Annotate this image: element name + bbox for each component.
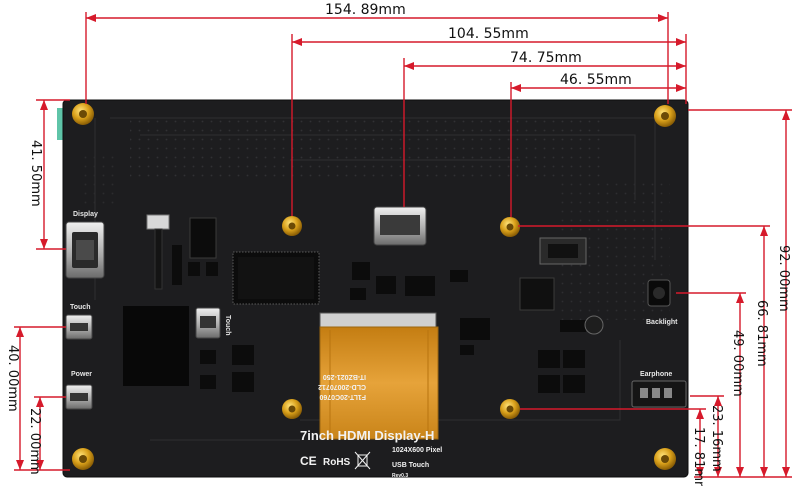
label-touch: Touch <box>70 304 90 311</box>
ribbon-code-2: CLD-20070712 <box>318 383 366 390</box>
label-earphone: Earphone <box>640 371 672 378</box>
dim-overall-height: 92. 00mm <box>776 245 791 312</box>
label-touch-header: Touch <box>224 315 231 335</box>
label-display: Display <box>73 211 98 218</box>
touch-usb-port <box>195 307 221 339</box>
main-controller-chip <box>232 251 320 305</box>
inductor <box>519 277 555 311</box>
dim-backlight-height: 49. 00mm <box>730 330 745 397</box>
micro-usb-power-icon <box>65 384 93 410</box>
standoff-inner-bottom-left <box>282 399 302 419</box>
board-labels: Display Touch Power Touch Backlight Earp… <box>70 211 678 378</box>
silkscreen: 7inch HDMI Display-H 1024X600 Pixel CE R… <box>300 428 442 479</box>
resolution-label: 1024X600 Pixel <box>392 447 442 454</box>
ce-mark-icon: CE <box>300 454 317 468</box>
dim-overall-width: 154. 89mm <box>325 2 406 18</box>
label-backlight: Backlight <box>646 319 678 326</box>
dim-power-port-height: 22. 00mm <box>27 408 42 475</box>
rev-label: Rev0.3 <box>392 473 408 479</box>
dim-touch-port-height: 40. 00mm <box>5 345 20 412</box>
dim-inner-right-offset: 46. 55mm <box>560 72 632 88</box>
weee-bin-icon <box>354 451 371 470</box>
dimension-labels: 154. 89mm 104. 55mm 74. 75mm 46. 55mm 41… <box>5 2 791 486</box>
standoff-inner-top-right <box>500 217 520 237</box>
standoff-bottom-right <box>654 448 676 470</box>
standoff-inner-top-left <box>282 216 302 236</box>
ribbon-code-1: F1LT-20C0760 <box>319 393 366 400</box>
svg-text:CE: CE <box>300 454 317 468</box>
standoff-top-right <box>654 105 676 127</box>
standoff-inner-bottom-right <box>500 399 520 419</box>
board-title: 7inch HDMI Display-H <box>300 428 434 443</box>
backlight-button <box>647 279 671 307</box>
dimension-lines <box>14 12 792 478</box>
audio-jack-icon <box>631 380 687 408</box>
micro-usb-icon <box>65 314 93 340</box>
dim-inner-standoff-height: 66. 81mm <box>754 300 769 367</box>
dim-bottom-standoff-height: 17. 81mm <box>691 427 706 486</box>
standoff-top-left <box>72 103 94 125</box>
touch-controller-pad <box>123 306 189 386</box>
components: F1LT-20C0760 CLD-20070712 IT-BZ021-250 <box>65 206 687 440</box>
mounting-tab <box>57 108 67 140</box>
pcb-board <box>57 99 689 478</box>
standoffs <box>72 103 676 470</box>
hdmi-port-icon <box>65 221 105 279</box>
dim-earphone-height: 23. 16mm <box>709 405 724 472</box>
ribbon-code-3: IT-BZ021-250 <box>323 373 366 380</box>
standoff-bottom-left <box>72 448 94 470</box>
dim-display-port-height: 41. 50mm <box>28 140 43 207</box>
label-power: Power <box>71 371 92 378</box>
lcd-flex-cable: F1LT-20C0760 CLD-20070712 IT-BZ021-250 <box>318 312 439 440</box>
usb-touch-label: USB Touch <box>392 462 429 469</box>
dim-hdmi-offset: 74. 75mm <box>510 50 582 66</box>
svg-text:RoHS: RoHS <box>323 457 351 468</box>
rohs-mark-icon: RoHS <box>323 457 351 468</box>
hdmi-center-port <box>373 206 427 246</box>
dim-inner-standoff-width: 104. 55mm <box>448 26 529 42</box>
fpc-connector <box>146 214 170 230</box>
